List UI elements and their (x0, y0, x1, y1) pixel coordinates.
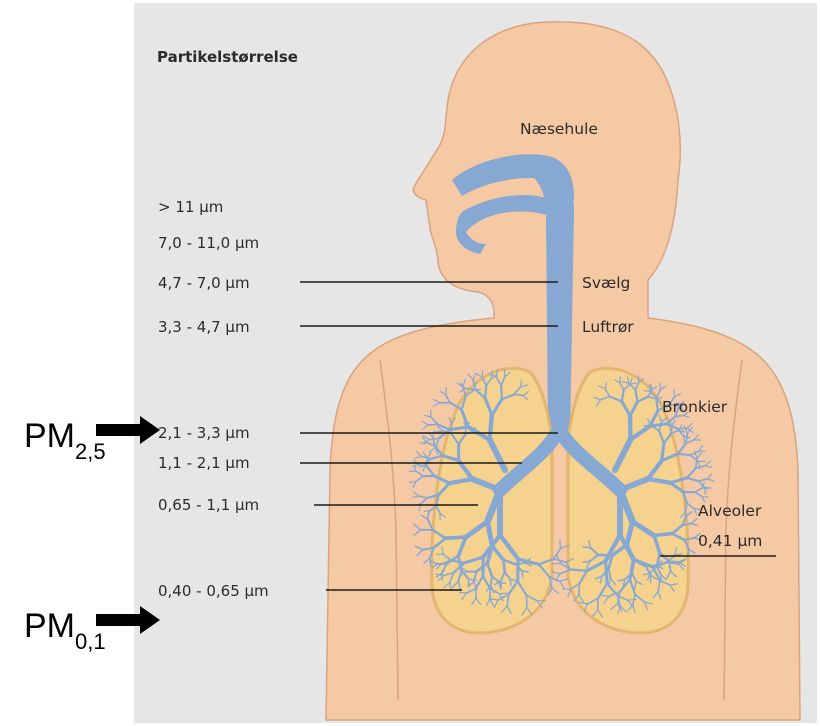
bronchiole-branch (598, 598, 599, 610)
bronchiole-branch (571, 570, 587, 571)
bronchiole-branch (490, 415, 492, 440)
bronchiole-branch (684, 436, 685, 443)
size-label-gt-11: > 11 µm (158, 198, 223, 216)
bronchiole-branch (563, 589, 571, 590)
bronchiole-branch (654, 534, 672, 536)
bronchiole-branch (446, 388, 447, 395)
size-label-0-65-1-1: 0,65 - 1,1 µm (158, 496, 259, 514)
bronchiole-branch (485, 386, 486, 399)
bronchiole-branch (514, 394, 523, 395)
label-pharynx: Svælg (582, 274, 630, 292)
bronchiole-branch (583, 547, 590, 548)
bronchiole-branch (650, 424, 666, 426)
bronchiole-branch (446, 537, 466, 538)
bronchiole-branch (579, 584, 580, 595)
bronchiole-branch (499, 593, 507, 594)
bronchiole-branch (503, 560, 504, 572)
bronchiole-branch (465, 388, 475, 389)
size-label-4-7-7: 4,7 - 7,0 µm (158, 274, 250, 292)
size-label-1-1-2-1: 1,1 - 2,1 µm (158, 454, 250, 472)
bronchiole-branch (459, 592, 466, 593)
bronchiole-branch (620, 377, 621, 383)
size-label-2-1-3-3: 2,1 - 3,3 µm (158, 424, 250, 442)
bronchiole-branch (424, 511, 430, 512)
size-label-3-3-4-7: 3,3 - 4,7 µm (158, 318, 250, 336)
label-bronchi: Bronkier (662, 398, 728, 416)
bronchiole-branch (504, 370, 505, 377)
size-label-7-11: 7,0 - 11,0 µm (158, 234, 259, 252)
bronchiole-branch (651, 384, 652, 390)
bronchiole-branch (678, 454, 691, 455)
label-nasal-cavity: Næsehule (520, 120, 598, 138)
bronchiole-branch (650, 385, 651, 391)
bronchiole-branch (560, 540, 561, 549)
bronchiole-branch (678, 428, 687, 429)
label-alveoli-size: 0,41 µm (698, 532, 762, 550)
label-alveoli: Alveoler (698, 502, 762, 520)
size-label-0-40-0-65: 0,40 - 0,65 µm (158, 582, 269, 600)
bronchiole-branch (501, 386, 502, 400)
bronchiole-branch (702, 488, 708, 489)
bronchiole-branch (430, 558, 431, 566)
panel-title: Partikelstørrelse (157, 48, 298, 66)
bronchiole-branch (606, 561, 608, 584)
pm25-label: PM2,5 (24, 417, 106, 464)
label-trachea: Luftrør (582, 318, 634, 336)
pm01-label: PM0,1 (24, 607, 106, 654)
bronchiole-branch (628, 600, 636, 601)
bronchiole-branch (429, 438, 439, 439)
bronchiole-branch (431, 410, 432, 417)
bronchiole-branch (491, 576, 492, 586)
bronchiole-branch (638, 376, 639, 382)
